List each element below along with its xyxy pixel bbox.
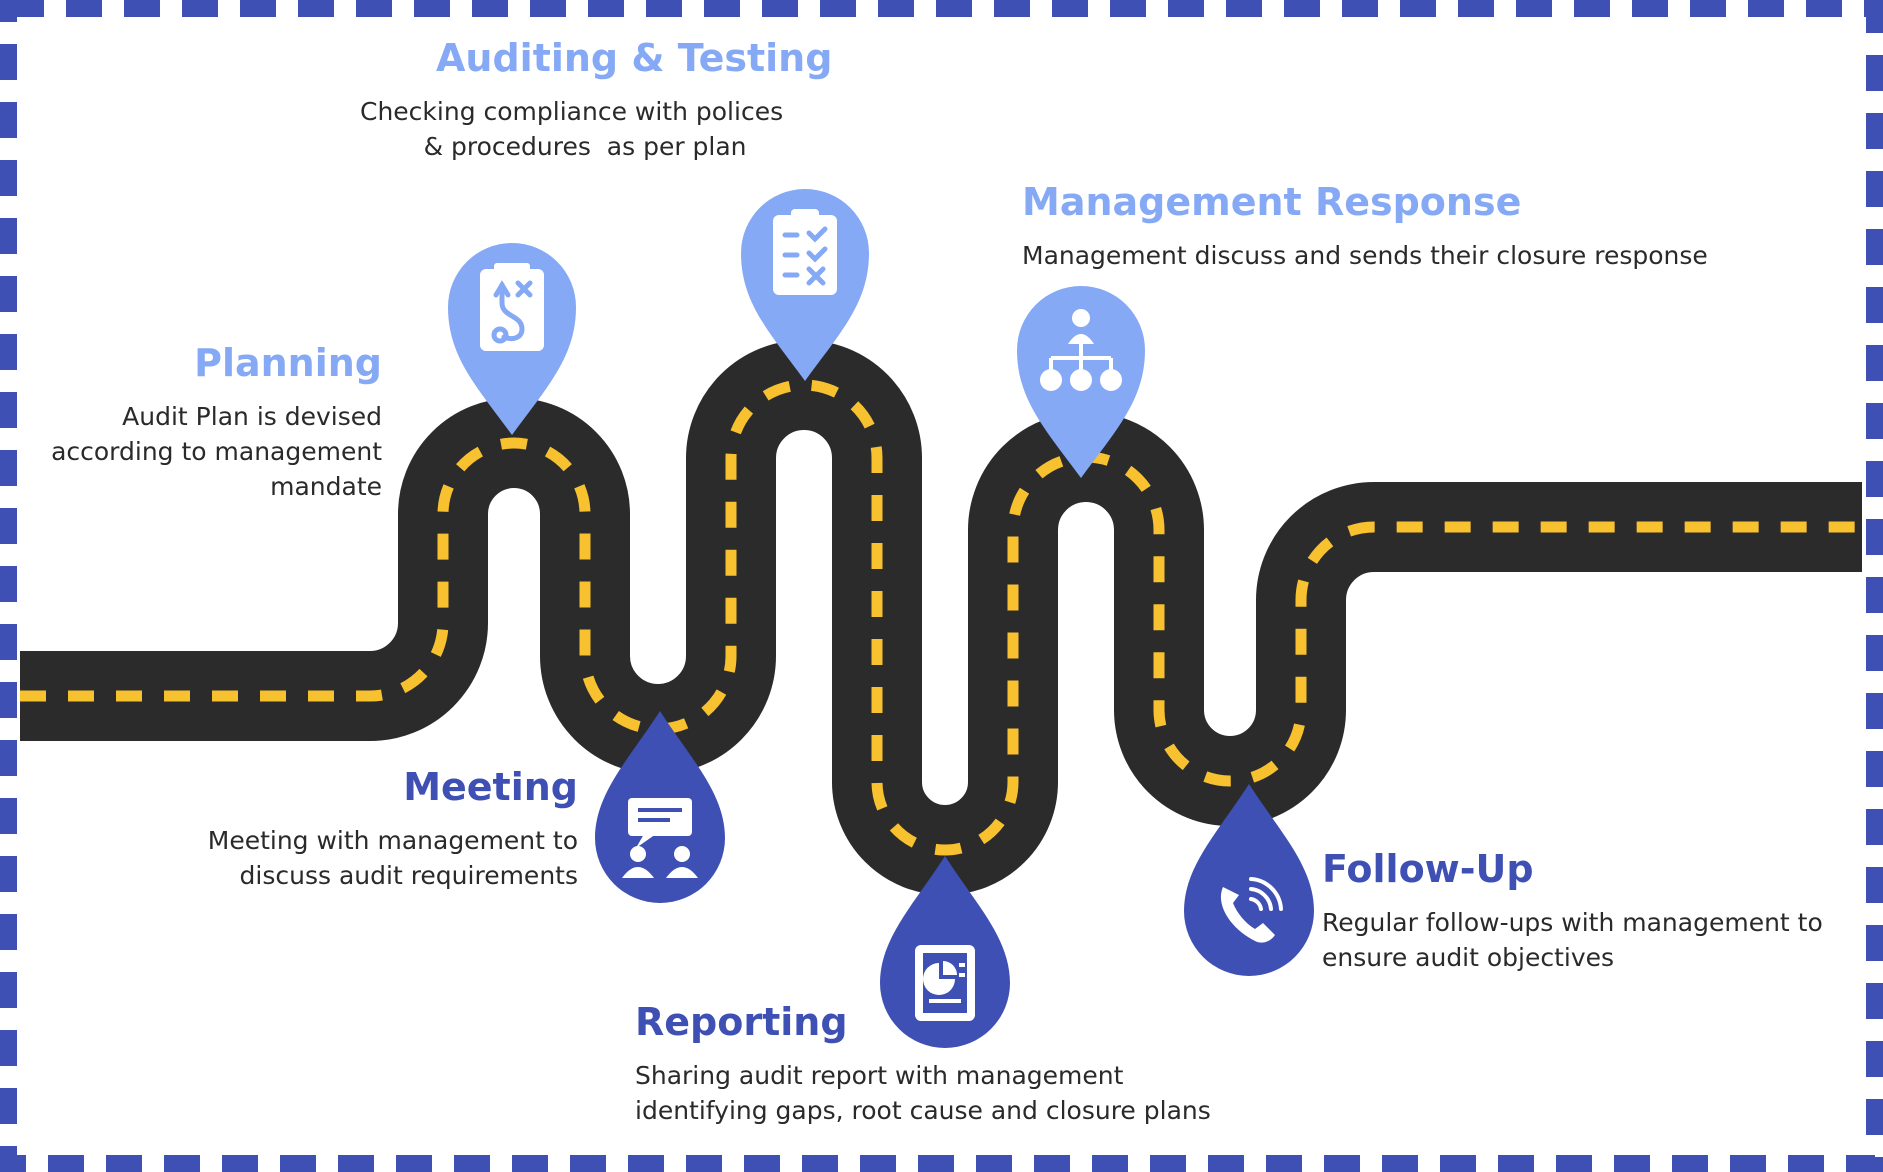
step-title: Meeting bbox=[403, 765, 578, 809]
org-chart-icon bbox=[1040, 309, 1122, 391]
step-desc-line: identifying gaps, root cause and closure… bbox=[635, 1095, 1211, 1125]
step-title: Management Response bbox=[1022, 180, 1522, 224]
step-auditing: Auditing & Testing Checking compliance w… bbox=[360, 36, 833, 164]
followup-pin bbox=[1184, 784, 1314, 976]
auditing-pin bbox=[741, 189, 869, 381]
clipboard-checklist-icon bbox=[773, 209, 837, 295]
step-title: Planning bbox=[194, 341, 382, 385]
step-desc-line: Meeting with management to bbox=[207, 825, 578, 855]
step-desc-line: Regular follow-ups with management to bbox=[1322, 907, 1823, 937]
report-chart-icon bbox=[915, 945, 975, 1021]
step-reporting: Reporting Sharing audit report with mana… bbox=[635, 1000, 1211, 1128]
step-desc-line: Checking compliance with polices bbox=[360, 96, 784, 126]
road-lane-markings bbox=[20, 379, 1862, 856]
step-title: Auditing & Testing bbox=[436, 36, 833, 80]
step-desc-line: & procedures as per plan bbox=[360, 131, 747, 161]
meeting-pin bbox=[595, 711, 725, 903]
phone-call-icon bbox=[1220, 877, 1283, 943]
step-management: Management Response Management discuss a… bbox=[1022, 180, 1742, 273]
meeting-chat-icon bbox=[622, 798, 698, 878]
reporting-pin bbox=[880, 856, 1010, 1048]
step-desc-line: mandate bbox=[270, 471, 382, 501]
step-title: Follow-Up bbox=[1322, 847, 1534, 891]
step-desc-line: Sharing audit report with management bbox=[635, 1060, 1124, 1090]
step-desc-line: according to management bbox=[51, 436, 382, 466]
step-followup: Follow-Up Regular follow-ups with manage… bbox=[1322, 847, 1862, 975]
step-desc-line: Management discuss and sends their closu… bbox=[1022, 240, 1708, 270]
strategy-board-icon bbox=[480, 263, 544, 351]
step-desc-line: Audit Plan is devised bbox=[122, 401, 382, 431]
planning-pin bbox=[448, 243, 576, 435]
step-meeting: Meeting Meeting with management to discu… bbox=[160, 765, 578, 893]
step-desc-line: discuss audit requirements bbox=[239, 860, 578, 890]
step-title: Reporting bbox=[635, 1000, 848, 1044]
step-planning: Planning Audit Plan is devised according… bbox=[40, 341, 382, 504]
step-desc-line: ensure audit objectives bbox=[1322, 942, 1615, 972]
management-pin bbox=[1017, 286, 1145, 478]
